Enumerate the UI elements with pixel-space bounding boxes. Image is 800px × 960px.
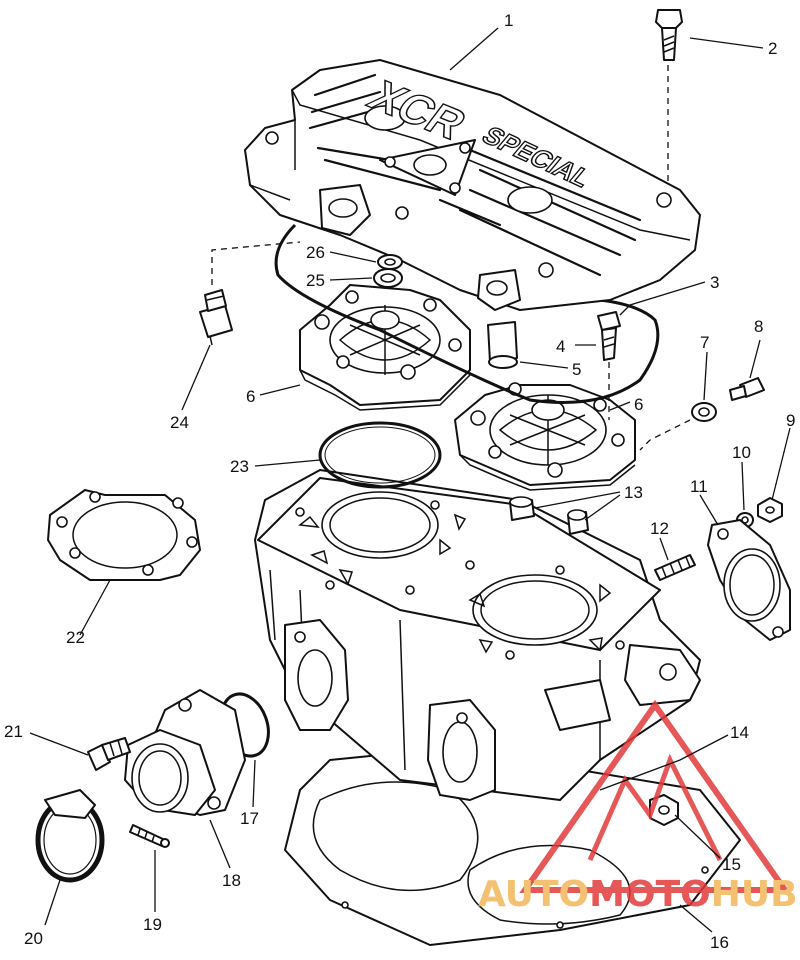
exhaust-flange-11 <box>707 519 791 641</box>
dowel-13-right <box>567 509 589 535</box>
callout-6-right: 6 <box>634 395 643 414</box>
o-ring-23 <box>318 421 442 489</box>
callout-13: 13 <box>624 483 643 502</box>
head-insert-6-right <box>454 382 636 491</box>
callout-19: 19 <box>143 915 162 934</box>
watermark-text: AUTOMOTOHUB <box>478 874 798 915</box>
bolt-8 <box>729 377 765 401</box>
callout-5: 5 <box>572 360 581 379</box>
callout-20: 20 <box>24 929 43 948</box>
bolt-21 <box>87 737 131 771</box>
dowel-13-left <box>509 496 535 521</box>
callout-16: 16 <box>710 933 729 952</box>
watermark-peaks <box>587 753 723 862</box>
leader-lines <box>29 27 791 933</box>
callout-7: 7 <box>700 333 709 352</box>
cylinder-block <box>254 469 701 801</box>
base-gasket-16 <box>284 754 741 946</box>
head-bolt-2 <box>655 9 683 185</box>
callout-6-left: 6 <box>246 387 255 406</box>
callout-15: 15 <box>722 855 741 874</box>
exhaust-gasket-22 <box>47 489 201 581</box>
callout-24: 24 <box>170 413 189 432</box>
head-insert-6-left <box>299 284 471 411</box>
watermark-triangle <box>519 699 791 893</box>
sleeve-5 <box>487 321 518 369</box>
bolt-axis-8 <box>639 419 691 451</box>
temp-sensor-24 <box>199 241 301 346</box>
callout-4: 4 <box>556 337 565 356</box>
callout-17: 17 <box>240 809 259 828</box>
callout-23: 23 <box>230 457 249 476</box>
callout-12: 12 <box>650 519 669 538</box>
callout-10: 10 <box>732 443 751 462</box>
callout-11: 11 <box>690 477 708 496</box>
callouts: 1 2 3 4 5 6 6 7 8 9 10 11 12 13 14 15 16… <box>4 11 795 952</box>
callout-21: 21 <box>4 722 23 741</box>
callout-9: 9 <box>786 411 795 430</box>
stud-12 <box>654 554 696 581</box>
seal-25 <box>373 268 403 288</box>
head-gasket-3 <box>274 223 660 404</box>
callout-22: 22 <box>66 628 85 647</box>
screw-19 <box>129 824 170 848</box>
nut-9 <box>757 497 783 523</box>
head-bolt-4 <box>597 311 621 420</box>
callout-26: 26 <box>306 243 325 262</box>
callout-8: 8 <box>754 317 763 336</box>
intake-boot-18 <box>124 689 246 816</box>
hose-clamp-20 <box>35 789 105 883</box>
callout-14: 14 <box>730 723 749 742</box>
callout-18: 18 <box>222 871 241 890</box>
callout-2: 2 <box>768 39 777 58</box>
washer-26 <box>377 254 403 270</box>
callout-1: 1 <box>504 11 513 30</box>
callout-3: 3 <box>710 273 719 292</box>
callout-25: 25 <box>306 271 325 290</box>
watermark-logo: AUTOMOTOHUB <box>478 699 798 915</box>
washer-7 <box>691 402 717 422</box>
